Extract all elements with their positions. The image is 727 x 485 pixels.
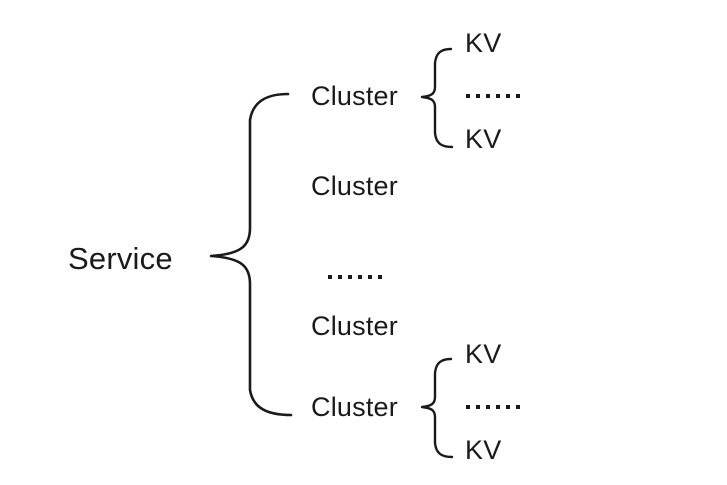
kv-node-label-1-1: KV — [465, 28, 502, 58]
ellipsis-dot — [516, 405, 520, 409]
kv-node-label-1-2: KV — [465, 124, 502, 154]
ellipsis-dot — [348, 275, 352, 279]
cluster-node-label-2: Cluster — [311, 171, 398, 201]
cluster-to-kv-brace-1 — [420, 47, 454, 149]
kv-ellipsis-1 — [466, 94, 520, 98]
ellipsis-dot — [496, 405, 500, 409]
ellipsis-dot — [506, 94, 510, 98]
ellipsis-dot — [466, 405, 470, 409]
ellipsis-dot — [466, 94, 470, 98]
ellipsis-dot — [476, 405, 480, 409]
cluster-ellipsis — [328, 275, 382, 279]
kv-node-label-2-1: KV — [465, 339, 502, 369]
kv-ellipsis-2 — [466, 405, 520, 409]
ellipsis-dot — [516, 94, 520, 98]
ellipsis-dot — [378, 275, 382, 279]
cluster-node-label-4: Cluster — [311, 392, 398, 422]
ellipsis-dot — [496, 94, 500, 98]
ellipsis-dot — [328, 275, 332, 279]
ellipsis-dot — [506, 405, 510, 409]
ellipsis-dot — [486, 94, 490, 98]
ellipsis-dot — [486, 405, 490, 409]
cluster-node-label-3: Cluster — [311, 311, 398, 341]
ellipsis-dot — [358, 275, 362, 279]
service-to-clusters-brace — [209, 92, 293, 417]
ellipsis-dot — [368, 275, 372, 279]
service-node-label: Service — [68, 241, 173, 276]
cluster-to-kv-brace-2 — [420, 357, 454, 459]
ellipsis-dot — [476, 94, 480, 98]
ellipsis-dot — [338, 275, 342, 279]
cluster-node-label-1: Cluster — [311, 81, 398, 111]
kv-node-label-2-2: KV — [465, 435, 502, 465]
